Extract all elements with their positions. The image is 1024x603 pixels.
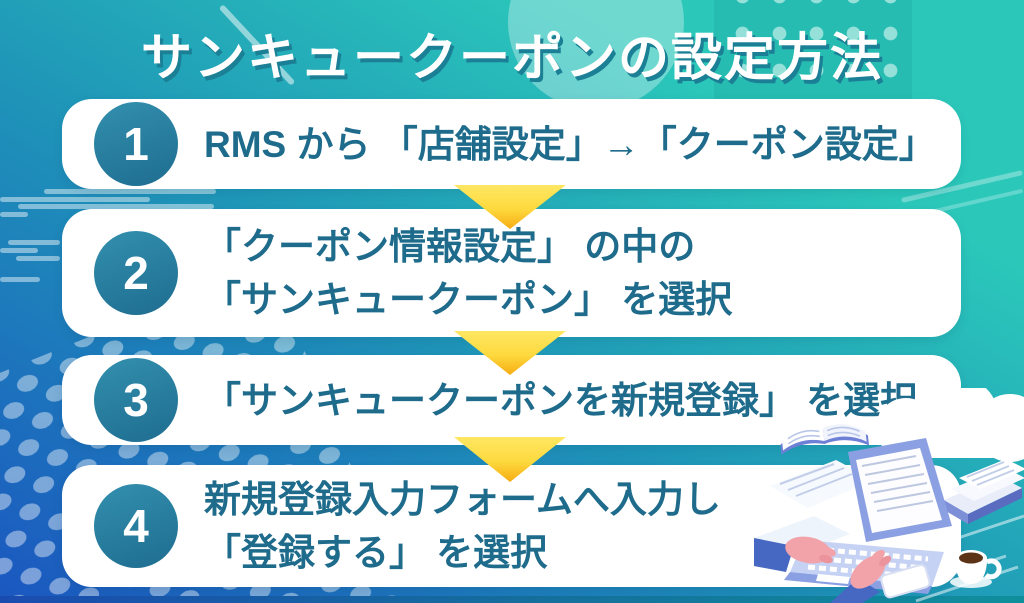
speed-line <box>0 277 40 282</box>
step-box-1: 1 RMS から 「店舗設定」→「クーポン設定」 <box>62 99 961 189</box>
step-text: 新規登録入力フォームへ入力し <box>204 479 721 520</box>
speed-line <box>44 189 216 194</box>
step-text: RMS から 「店舗設定」→「クーポン設定」 <box>204 123 936 165</box>
open-book <box>780 424 870 455</box>
speed-line <box>18 204 214 209</box>
laptop-screen <box>848 438 952 542</box>
step-number-badge: 1 <box>94 102 178 186</box>
speed-line <box>8 240 60 245</box>
step-number-badge: 2 <box>94 231 178 315</box>
speed-line <box>0 197 150 202</box>
typing-hand-left <box>754 536 836 572</box>
step-text: 「サンキュークーポンを新規登録」 を選択 <box>204 379 918 421</box>
coffee-cup <box>950 550 1002 588</box>
step-text: 「登録する」 を選択 <box>204 532 548 573</box>
step-number: 1 <box>123 118 149 170</box>
laptop-typing-illustration <box>754 388 1024 603</box>
step-text: 「サンキュークーポン」 を選択 <box>204 279 733 320</box>
step-number-badge: 4 <box>94 484 178 568</box>
typing-hand-right <box>830 549 892 603</box>
bottom-edge-strip <box>0 596 1024 603</box>
speed-line <box>16 256 60 261</box>
step-number-badge: 3 <box>94 358 178 442</box>
speed-line <box>0 248 38 253</box>
speed-line <box>0 212 28 217</box>
step-number: 4 <box>123 500 149 552</box>
book-stack <box>944 459 1024 524</box>
step-text: 「クーポン情報設定」 の中の <box>204 226 696 267</box>
step-box-2: 2 「クーポン情報設定」 の中の 「サンキュークーポン」 を選択 <box>62 209 961 337</box>
phone <box>880 563 931 599</box>
page-title: サンキュークーポンの設定方法 <box>140 29 883 86</box>
step-number: 3 <box>123 374 149 426</box>
step-number: 2 <box>123 247 149 299</box>
